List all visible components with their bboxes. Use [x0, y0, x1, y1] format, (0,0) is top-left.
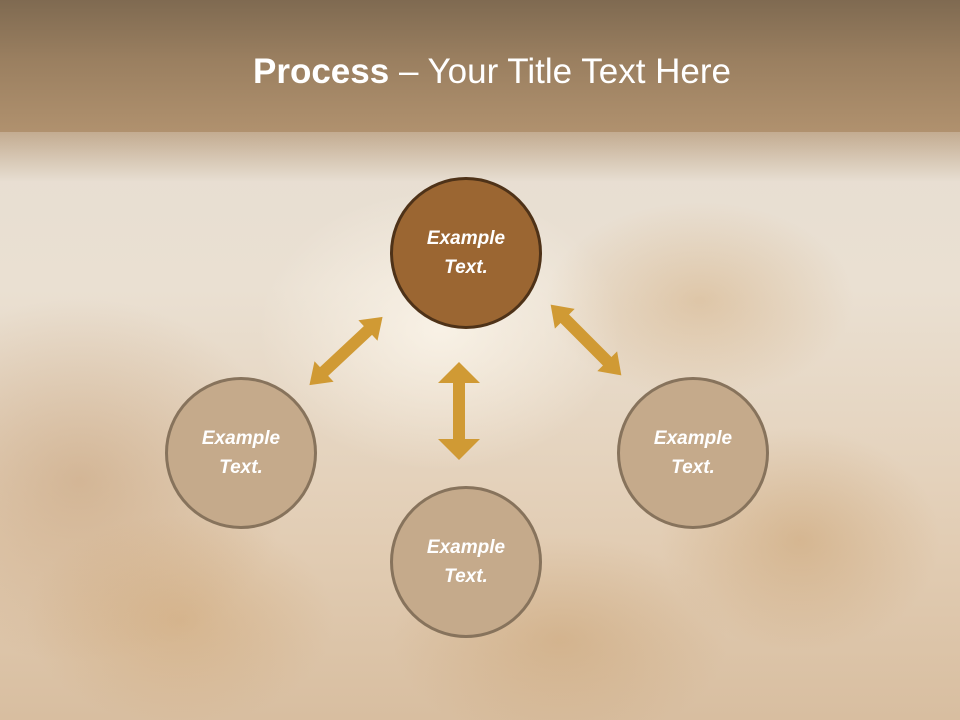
title-rest: – Your Title Text Here — [389, 52, 731, 91]
header-fade — [0, 132, 960, 182]
step-label-line1: Example — [201, 428, 281, 449]
step-label-line2: Text. — [444, 566, 488, 587]
header-band — [0, 0, 960, 132]
double-arrow-vertical-icon — [438, 362, 480, 460]
slide-title: Process – Your Title Text Here — [0, 52, 960, 92]
step-label-line1: Example — [426, 228, 506, 249]
process-step-left[interactable]: Example Text. — [165, 377, 317, 529]
double-arrow-left-icon — [309, 316, 383, 386]
step-label-line2: Text. — [219, 457, 263, 478]
double-arrow-right-icon — [550, 304, 622, 376]
process-step-bottom[interactable]: Example Text. — [390, 486, 542, 638]
step-label-line1: Example — [653, 428, 733, 449]
step-label-line1: Example — [426, 537, 506, 558]
step-label-line2: Text. — [671, 457, 715, 478]
process-step-top[interactable]: Example Text. — [390, 177, 542, 329]
step-label-line2: Text. — [444, 257, 488, 278]
process-step-right[interactable]: Example Text. — [617, 377, 769, 529]
title-bold: Process — [253, 52, 390, 91]
